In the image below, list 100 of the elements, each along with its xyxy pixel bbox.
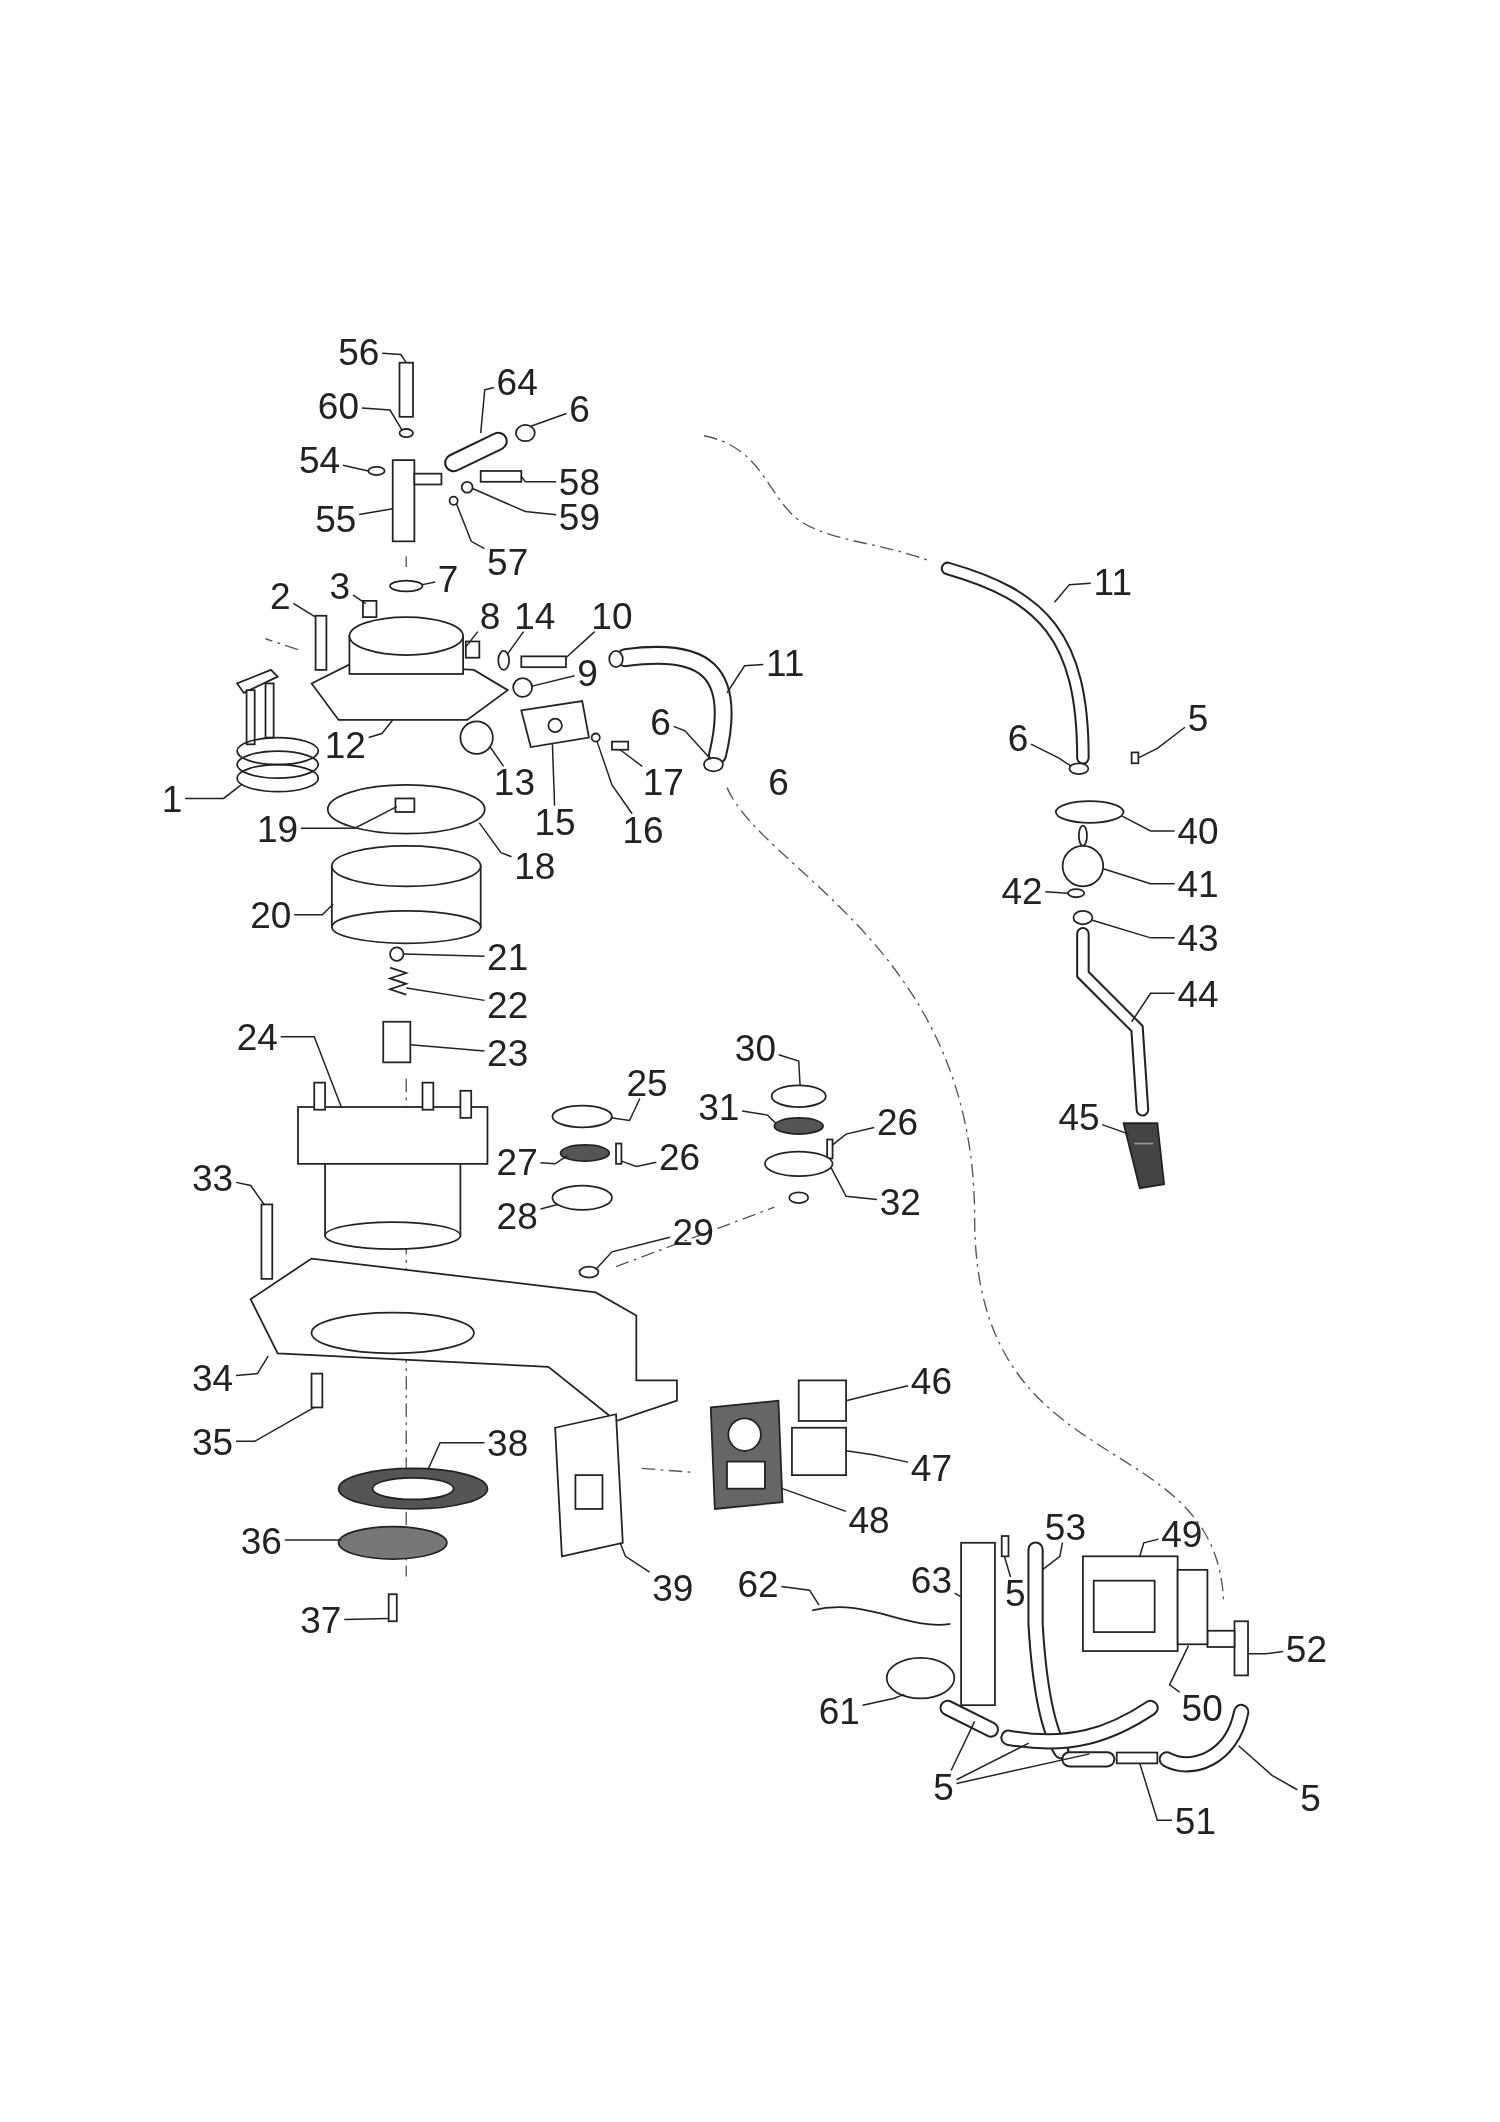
- callout-number: 34: [191, 1359, 234, 1397]
- leader-line: [1139, 1762, 1173, 1821]
- o-ring-drawing: [497, 650, 510, 671]
- fitting-drawing: [1115, 1751, 1159, 1765]
- leader-line: [845, 1385, 909, 1402]
- callout-number: 24: [236, 1018, 278, 1056]
- cable-drawing: [811, 1606, 952, 1626]
- callout-number: 48: [848, 1501, 890, 1539]
- leader-line: [1030, 743, 1072, 767]
- callout-number: 5: [933, 1768, 954, 1806]
- callout-number: 5: [1005, 1574, 1026, 1612]
- leader-line: [1053, 582, 1092, 603]
- callout-number: 32: [879, 1183, 921, 1221]
- callout-number: 25: [626, 1064, 668, 1102]
- leader-line: [342, 464, 370, 472]
- spring-drawing: [387, 966, 410, 996]
- leader-line: [489, 746, 505, 768]
- callout-number: 30: [734, 1029, 776, 1067]
- leader-line: [780, 1585, 820, 1606]
- leader-line: [672, 725, 712, 760]
- callout-number: 29: [672, 1213, 714, 1251]
- callout-number: 17: [642, 764, 684, 801]
- leader-line: [1130, 992, 1176, 1023]
- leader-line: [830, 1167, 878, 1201]
- o-ring-drawing: [578, 1265, 600, 1279]
- leader-line: [619, 749, 644, 768]
- leader-line: [539, 1155, 569, 1165]
- ball-drawing: [389, 946, 405, 962]
- callout-number: 60: [317, 387, 359, 425]
- callout-number: 44: [1177, 975, 1219, 1013]
- leader-line: [1121, 815, 1176, 832]
- o-ring-drawing: [398, 428, 414, 438]
- ring-drawing: [1068, 762, 1090, 775]
- callout-number: 64: [496, 363, 538, 401]
- o-ring-drawing: [460, 480, 474, 494]
- flowmeter-drawing: [885, 1656, 956, 1700]
- callout-number: 58: [558, 463, 600, 501]
- cap-drawing: [551, 1104, 613, 1129]
- callout-number: 20: [250, 896, 292, 934]
- switch-plate-drawing: [709, 1399, 784, 1510]
- screw-drawing: [1130, 751, 1140, 765]
- cup-drawing: [330, 844, 482, 945]
- callout-number: 14: [514, 597, 556, 635]
- callout-number: 46: [910, 1362, 952, 1400]
- callout-number: 13: [493, 764, 535, 801]
- callout-number: 5: [1187, 699, 1209, 736]
- leader-line: [184, 784, 242, 800]
- ball-drawing: [448, 495, 459, 506]
- callout-number: 12: [324, 726, 366, 764]
- shower-screen-drawing: [337, 1525, 448, 1560]
- screw-drawing: [314, 614, 328, 671]
- callout-number: 27: [496, 1143, 538, 1181]
- leader-line: [1237, 1745, 1299, 1791]
- leader-line: [1003, 1555, 1012, 1578]
- valve-seat-drawing: [764, 1150, 834, 1204]
- callout-number: 18: [514, 847, 556, 885]
- leader-line: [741, 1110, 777, 1124]
- bolt-drawing: [520, 655, 567, 669]
- cover-plate-drawing: [554, 1413, 624, 1558]
- leader-line: [421, 581, 436, 586]
- clip-drawing: [367, 466, 386, 476]
- callout-number: 47: [910, 1449, 952, 1486]
- leader-line: [455, 502, 486, 550]
- callout-number: 11: [1093, 563, 1132, 601]
- callout-number: 38: [487, 1424, 529, 1462]
- callout-number: 43: [1177, 919, 1219, 957]
- callout-number: 36: [240, 1522, 282, 1560]
- callout-number: 10: [591, 597, 633, 635]
- heating-element-drawing: [235, 668, 320, 793]
- callout-number: 31: [698, 1088, 740, 1126]
- leader-line: [520, 475, 557, 483]
- leader-line: [1041, 1541, 1064, 1571]
- leader-line: [845, 1450, 909, 1463]
- fitting-drawing: [479, 470, 523, 483]
- callout-number: 59: [558, 498, 600, 536]
- leader-line: [861, 1693, 906, 1707]
- seal-drawing: [773, 1116, 824, 1135]
- leader-line: [427, 1441, 486, 1471]
- plug-drawing: [464, 640, 481, 659]
- plate-drawing: [1054, 800, 1125, 824]
- leader-line: [478, 822, 513, 858]
- callout-number: 61: [818, 1692, 860, 1730]
- callout-number: 63: [910, 1561, 952, 1599]
- callout-number: 6: [569, 390, 590, 428]
- leader-line: [367, 719, 394, 739]
- callout-number: 35: [191, 1423, 234, 1461]
- valve-seat-drawing: [551, 1184, 613, 1211]
- leader-line: [953, 1592, 962, 1598]
- callout-number: 9: [577, 654, 598, 692]
- leader-line: [479, 386, 495, 434]
- leader-line: [343, 1617, 390, 1621]
- sleeve-drawing: [382, 1020, 412, 1064]
- leader-line: [1247, 1650, 1284, 1655]
- leader-line: [465, 630, 479, 648]
- housing-drawing: [297, 1081, 489, 1250]
- leader-line: [235, 1355, 269, 1377]
- hose-drawing: [1027, 1541, 1070, 1760]
- leader-line: [781, 1487, 847, 1513]
- callout-number: 37: [300, 1602, 342, 1639]
- callout-number: 23: [487, 1034, 529, 1072]
